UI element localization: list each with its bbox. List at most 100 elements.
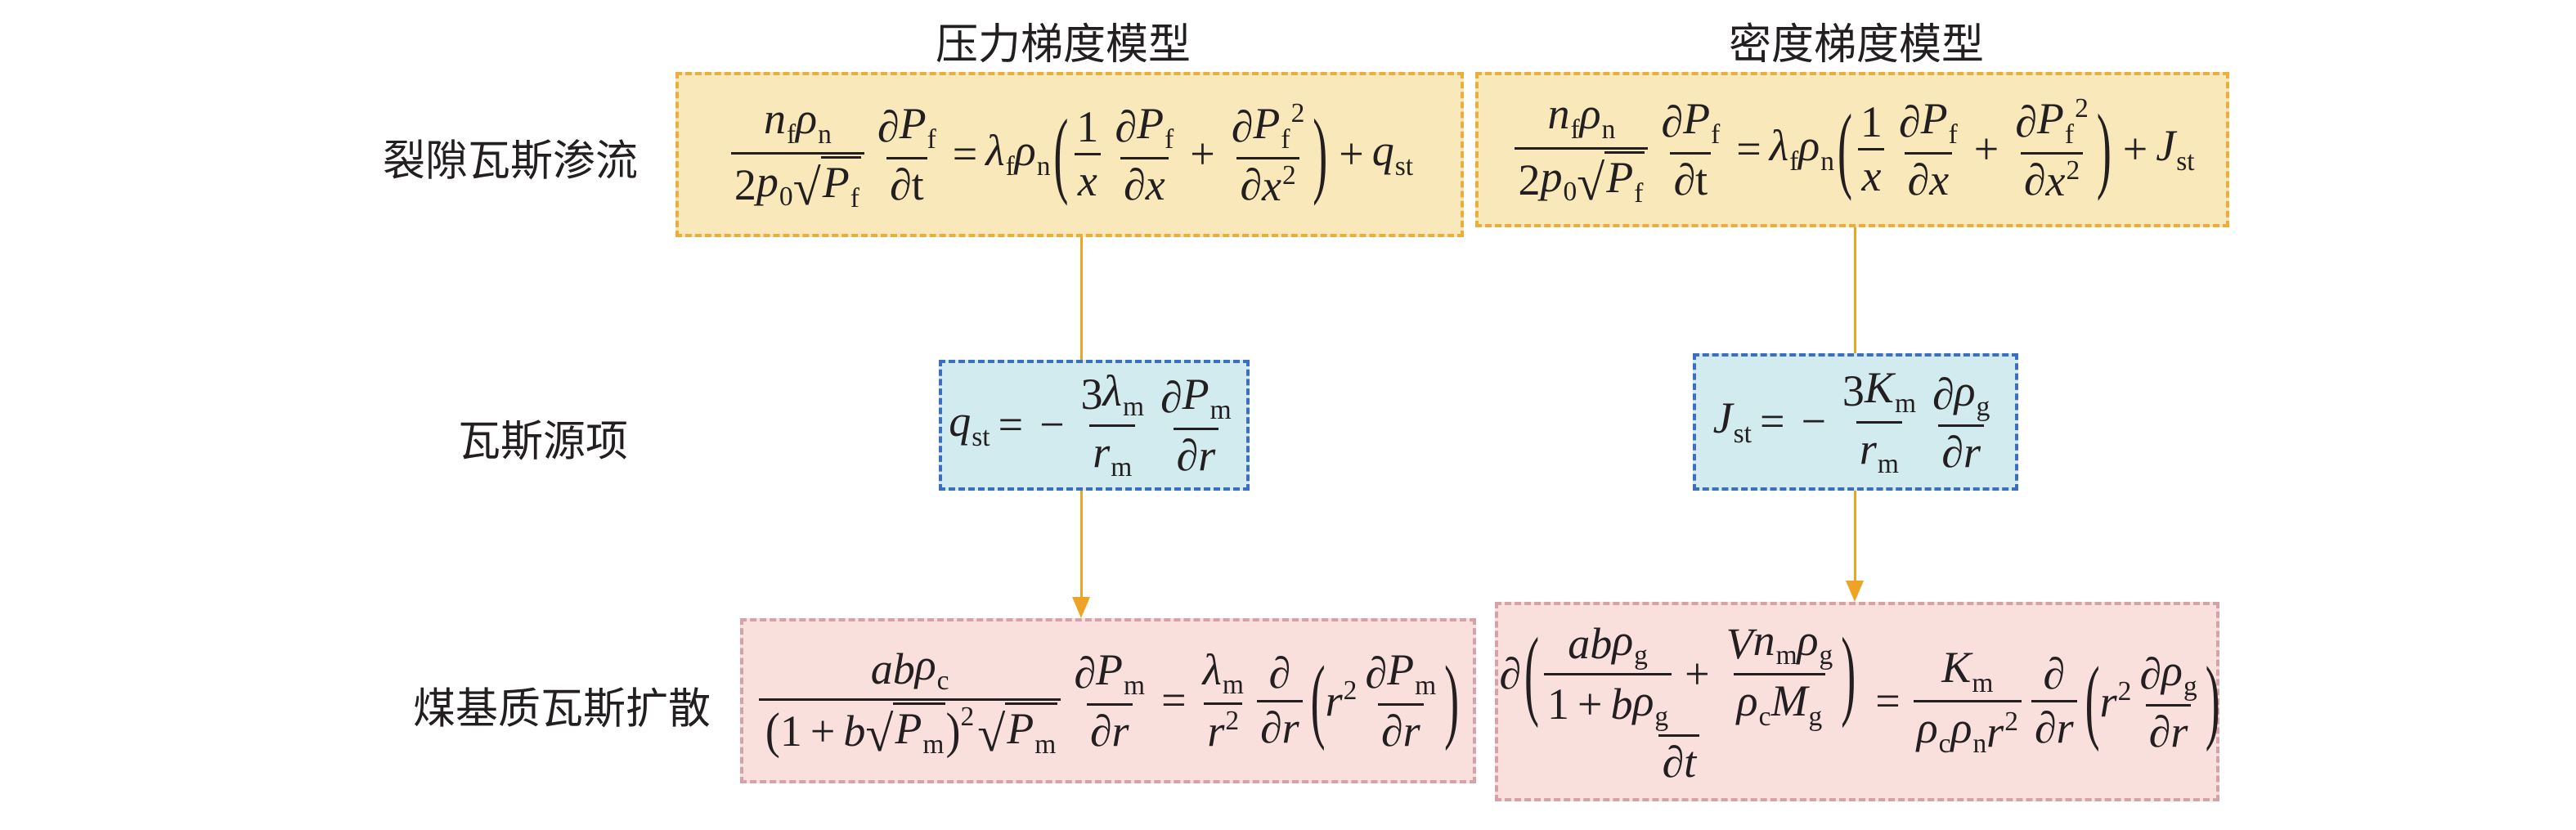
symbol-base: p <box>1540 151 1563 201</box>
math-group: ∂ρg <box>1932 366 1990 423</box>
sqrt-radical-icon: √ <box>792 160 821 217</box>
math-symbol: Pm <box>1096 645 1145 702</box>
symbol-base: J <box>2156 121 2176 171</box>
math-symbol: ∂ <box>1090 707 1112 756</box>
symbol-base: 3 <box>1842 366 1865 416</box>
symbol-base: K <box>1941 642 1972 692</box>
fraction-denominator: ∂r <box>1938 424 1984 477</box>
math-symbol: Pf2 <box>1253 97 1305 155</box>
math-sqrt: √Pm <box>865 702 946 760</box>
symbol-base: ∂ <box>2139 649 2162 699</box>
math-symbol: nf <box>764 95 796 150</box>
math-symbol: ∂ <box>1499 649 1521 699</box>
math-symbol: ∂ <box>1673 155 1695 204</box>
math-fraction: ∂Pf∂t <box>874 99 940 209</box>
math-symbol: ∂ <box>1932 370 1954 419</box>
math-operator: = <box>998 400 1024 450</box>
right-paren-icon: ) <box>945 702 961 759</box>
math-superscript: 2 <box>1281 159 1296 191</box>
math-group: ∂x2 <box>1240 159 1296 210</box>
symbol-base: ∂ <box>1160 373 1183 423</box>
math-symbol: nf <box>1548 90 1580 146</box>
math-operator: − <box>1039 400 1065 450</box>
symbol-base: r <box>1963 427 1981 477</box>
symbol-base: ∂ <box>1231 101 1254 151</box>
math-group: Pf <box>1606 153 1643 209</box>
math-symbol: 1 <box>1076 102 1099 152</box>
math-fraction: ∂Pf∂x <box>1111 99 1177 209</box>
math-symbol: r <box>1403 707 1420 756</box>
symbol-base: ρ <box>1736 676 1758 726</box>
math-symbol: λf <box>1770 122 1799 177</box>
right-paren-icon: ) <box>2096 95 2112 202</box>
symbol-base: 3 <box>1080 370 1103 419</box>
fraction-denominator: ∂r <box>2145 703 2192 756</box>
math-symbol: 1 <box>1547 680 1569 729</box>
math-symbol: ρg <box>1797 616 1833 672</box>
symbol-base: P <box>1387 645 1415 695</box>
fraction-numerator: 1 <box>1857 97 1886 148</box>
symbol-base: n <box>1752 615 1775 665</box>
math-group: λm <box>1203 645 1244 702</box>
symbol-base: 1 <box>779 706 802 756</box>
math-subscript: f <box>1165 123 1174 155</box>
symbol-base: q <box>1371 126 1394 176</box>
math-subscript: st <box>972 421 990 452</box>
math-symbol: ∂ <box>1115 102 1137 151</box>
symbol-base: t <box>1695 155 1708 204</box>
symbol-base: P <box>1096 645 1124 695</box>
symbol-base: a <box>1568 618 1591 668</box>
symbol-base: ∂ <box>1941 427 1963 477</box>
math-symbol: Pf <box>900 99 936 155</box>
math-subscript: c <box>1758 702 1771 732</box>
symbol-base: P <box>1606 153 1634 202</box>
symbol-base: r <box>2170 707 2188 756</box>
fraction-numerator: ∂Pf <box>1111 99 1177 157</box>
math-subscript: m <box>1034 729 1057 760</box>
symbol-base: ∂ <box>889 159 912 209</box>
math-group: ∂x <box>1124 160 1165 209</box>
fraction-denominator: x <box>1074 153 1101 206</box>
symbol-base: 1 <box>1860 97 1883 147</box>
math-subscript: m <box>1122 391 1144 422</box>
symbol-base: P <box>2036 94 2064 144</box>
symbol-base: r <box>1986 707 2004 757</box>
math-symbol: λm <box>1203 645 1244 702</box>
symbol-base: ∂ <box>1268 648 1291 698</box>
math-symbol: ∂ <box>1124 160 1146 209</box>
symbol-base: ∂ <box>1662 737 1685 787</box>
math-symbol: ρn <box>1580 90 1616 146</box>
symbol-base: r <box>1093 427 1111 477</box>
symbol-base: ∂ <box>1499 649 1521 699</box>
math-subscript: m <box>1111 452 1133 483</box>
symbol-base: p <box>756 156 779 206</box>
symbol-base: ρ <box>1954 366 1976 416</box>
math-symbol: r <box>1282 703 1299 752</box>
math-superscript: 2 <box>1290 97 1305 128</box>
symbol-base: 1 <box>1076 102 1099 152</box>
math-symbol: Km <box>1865 363 1916 419</box>
math-symbol: ∂ <box>1381 707 1403 756</box>
symbol-base: x <box>1077 156 1097 206</box>
math-symbol: p0 <box>1540 151 1577 209</box>
fraction-numerator: ∂Pf <box>1658 94 1723 152</box>
math-sqrt: √Pf <box>793 156 861 214</box>
symbol-base: ρ <box>1798 121 1820 171</box>
fraction-numerator: ∂Pf2 <box>1228 97 1308 157</box>
